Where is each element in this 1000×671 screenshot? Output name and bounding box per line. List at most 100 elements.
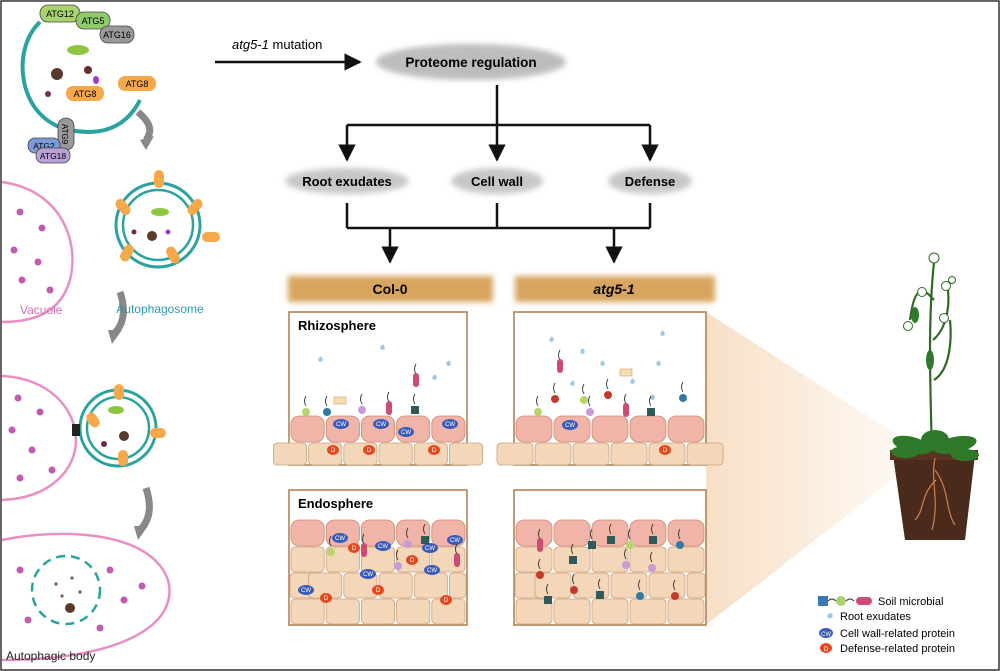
soil-microbe (623, 403, 629, 417)
microbe-flagellum (360, 393, 363, 405)
degraded-cargo (54, 576, 82, 598)
cortex-cell (378, 572, 413, 599)
soil-microbe (570, 586, 578, 594)
atg8-pill (66, 86, 104, 101)
autophagic-body-label: Autophagic body (6, 649, 95, 663)
split-connectors (338, 85, 659, 162)
step-arrow-head (134, 526, 148, 540)
soil-microbe (386, 401, 392, 415)
cortex-cell (629, 598, 667, 625)
branch-cell-wall: Cell wall (471, 174, 523, 189)
root-exudate (656, 360, 661, 366)
cortex-cell (534, 572, 572, 599)
defense-protein-marker (363, 445, 375, 455)
microbe-flagellum (678, 528, 681, 540)
soil-microbe (676, 541, 684, 549)
microbe-flagellum (624, 548, 627, 560)
atg-protein-pill (99, 25, 135, 44)
microbe-flagellum (325, 395, 328, 407)
defense-protein-mark: D (432, 448, 437, 454)
microbe-flagellum (553, 382, 556, 394)
epidermal-cell (553, 519, 591, 547)
soil-microbe (648, 564, 656, 572)
microbe-flagellum (406, 527, 409, 539)
cortex-cell (396, 598, 431, 625)
defense-protein-marker (320, 593, 332, 603)
proteome-regulation-label: Proteome regulation (405, 55, 536, 70)
cell-wall-protein-marker (375, 541, 391, 551)
root-tissue (272, 415, 724, 625)
cell-wall-protein-mark: CW (376, 422, 386, 428)
leaves (891, 307, 979, 461)
defense-protein-mark: D (444, 598, 449, 604)
microbe-flagellum (650, 551, 653, 563)
root-exudate (318, 356, 323, 362)
epidermal-cell (515, 519, 553, 547)
microbe-flagellum (329, 535, 332, 547)
vacuole-enzymes (10, 208, 54, 294)
cell-wall-protein-marker (298, 585, 314, 595)
autophagy-process: ATG12 ATG5 ATG16 ATG8 ATG8 ATG9 ATG2 ATG… (1, 4, 220, 663)
legend-d-icon (820, 643, 832, 653)
step-arrow-head (108, 330, 122, 344)
cell-wall-protein-mark: CW (450, 538, 460, 544)
soil-microbe (411, 406, 419, 414)
defense-protein-mark: D (663, 448, 668, 454)
root-exudate (600, 360, 605, 366)
branch-shadow (285, 168, 409, 194)
soil-microbe (404, 540, 412, 548)
microbe-flagellum (304, 395, 307, 407)
legend: Soil microbial Root exudates CW Cell wal… (818, 596, 955, 655)
root-exudate (580, 348, 585, 354)
cortex-cell (496, 442, 534, 466)
soil-microbe (413, 373, 419, 387)
cell-wall-protein-mark: CW (401, 430, 411, 436)
atg-protein-label: ATG2 (33, 141, 55, 151)
cargo-icon (165, 229, 171, 235)
vacuole-membrane (1, 532, 171, 662)
merge-connectors (345, 203, 652, 264)
legend-microbe-rod (856, 597, 872, 605)
vacuole-label: Vacuole (20, 303, 63, 317)
aggregate-icon (65, 603, 75, 613)
soil-microbe (327, 548, 335, 556)
cell-wall-protein-mark: CW (445, 422, 455, 428)
microbe-flagellum (546, 583, 549, 595)
cell-wall-protein-marker (424, 565, 440, 575)
cargo-icon (84, 66, 92, 74)
epidermal-cell (667, 415, 705, 443)
aggregate-icon (51, 68, 63, 80)
defense-protein-marker (406, 555, 418, 565)
step-arrow (137, 486, 153, 533)
mutation-label: atg5-1 mutation (232, 37, 322, 52)
defense-protein-marker (327, 445, 339, 455)
atg-title: atg5-1 (593, 281, 634, 297)
cell-wall-protein-marker (360, 569, 376, 579)
cortex-cell (610, 442, 648, 466)
cortex-cell (648, 572, 686, 599)
soil-microbe (537, 538, 543, 552)
legend-root-exudates: Root exudates (840, 611, 911, 623)
defense-protein-mark: D (410, 558, 415, 564)
cortex-cell (667, 546, 705, 573)
atg-protein-label: ATG18 (40, 151, 67, 161)
atg8-decorations (115, 170, 220, 264)
atg8-decorations (86, 384, 166, 466)
cortex-cell (325, 598, 360, 625)
mitochondrion-icon (67, 45, 89, 55)
autophagosome-label: Autophagosome (116, 302, 204, 316)
microbe-flagellum (571, 543, 574, 555)
root-exudate (630, 378, 635, 384)
branch-shadow (451, 168, 543, 194)
epidermal-cell (629, 415, 667, 443)
microbe-flagellum (536, 395, 539, 407)
microbe-flagellum (396, 549, 399, 561)
autophagosome-outer (78, 388, 158, 468)
rhizosphere-label: Rhizosphere (298, 318, 376, 333)
microbe-flagellum (588, 395, 591, 407)
cell-wall-protein-marker (442, 419, 458, 429)
atg-protein-label: ATG8 (74, 89, 97, 99)
cell-wall-protein-marker (447, 535, 463, 545)
